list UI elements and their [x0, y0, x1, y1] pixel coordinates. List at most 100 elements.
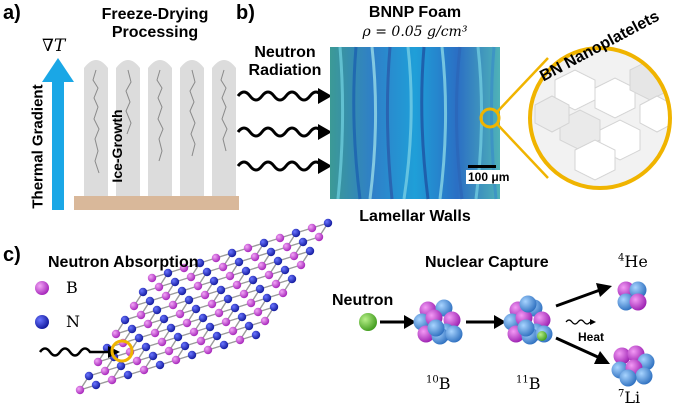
helium-label: 4He — [618, 252, 648, 271]
nitrogen-atom — [280, 265, 290, 275]
boron-atom — [282, 242, 292, 252]
boron-atom — [132, 356, 142, 366]
panel-b-label: b) — [236, 2, 255, 24]
nitrogen-atom — [266, 247, 276, 257]
boron-atom — [139, 365, 149, 375]
boron-atom — [221, 317, 231, 327]
boron-atom — [289, 251, 299, 261]
boron-atom — [314, 232, 324, 242]
freeze-drying-columns — [74, 42, 239, 197]
boron-atom — [100, 366, 110, 376]
boron-atom — [75, 385, 85, 395]
legend-nitrogen-label: N — [66, 312, 80, 331]
boron-atom — [253, 307, 263, 317]
nitrogen-atom — [155, 360, 165, 370]
nitrogen-atom — [287, 274, 297, 284]
boron-atom — [239, 289, 249, 299]
nitrogen-atom — [173, 332, 183, 342]
nitrogen-atom — [241, 266, 251, 276]
b11-mass: 11 — [516, 374, 529, 386]
nitrogen-atom — [177, 286, 187, 296]
boron-atom — [129, 301, 139, 311]
nucleon-neutron — [619, 369, 637, 387]
boron-atom — [107, 375, 117, 385]
proton — [629, 293, 647, 311]
capture-title: Nuclear Capture — [425, 254, 549, 271]
nitrogen-legend-dot — [35, 315, 49, 329]
boron-atom — [154, 282, 164, 292]
nitrogen-atom — [244, 321, 254, 331]
boron-atom — [196, 336, 206, 346]
panel-a-label: a) — [3, 2, 21, 24]
boron-atom — [136, 310, 146, 320]
boron-atom — [93, 357, 103, 367]
boron-atom — [207, 299, 217, 309]
b11-symbol: B — [528, 374, 541, 393]
nitrogen-atom — [170, 277, 180, 287]
boron-11-nucleus — [503, 295, 553, 345]
nitrogen-atom — [223, 294, 233, 304]
captured-neutron — [537, 331, 547, 341]
boron-atom — [189, 327, 199, 337]
lithium-7-nucleus — [611, 345, 655, 387]
nitrogen-atom — [227, 248, 237, 258]
he-symbol: He — [624, 252, 648, 271]
helium-4-nucleus — [617, 281, 647, 311]
nitrogen-atom — [91, 380, 101, 390]
nitrogen-atom — [230, 303, 240, 313]
nitrogen-atom — [180, 341, 190, 351]
nucleon-neutron — [617, 293, 635, 311]
lamellar-walls-label: Lamellar Walls — [359, 208, 471, 225]
boron-atom — [218, 262, 228, 272]
boron-atom — [275, 233, 285, 243]
boron-atom — [111, 329, 121, 339]
heat-label: Heat — [578, 330, 605, 344]
b10-label: 10B — [426, 374, 451, 393]
freeze-drying-title-line2: Processing — [111, 24, 199, 41]
boron-atom — [271, 279, 281, 289]
nitrogen-atom — [298, 237, 308, 247]
nitrogen-atom — [145, 296, 155, 306]
nitrogen-atom — [195, 258, 205, 268]
radiation-label-line1: Neutron — [254, 44, 316, 61]
nitrogen-atom — [187, 350, 197, 360]
boron-legend-dot — [35, 281, 49, 295]
lithium-label: 7Li — [618, 388, 640, 407]
nitrogen-atom — [138, 287, 148, 297]
foam-title: BNNP Foam — [368, 4, 462, 21]
nitrogen-atom — [234, 257, 244, 267]
boron-atom — [211, 253, 221, 263]
thermal-gradient-label: Thermal Gradient — [29, 84, 47, 209]
nucleon-neutron — [517, 319, 535, 337]
boron-atom — [243, 243, 253, 253]
nucleon-neutron — [445, 325, 463, 343]
nitrogen-atom — [198, 313, 208, 323]
nitrogen-atom — [259, 238, 269, 248]
capture-arrows — [380, 283, 612, 364]
nitrogen-atom — [141, 342, 151, 352]
nitrogen-atom — [262, 293, 272, 303]
boron-atom — [232, 280, 242, 290]
nitrogen-atom — [159, 314, 169, 324]
freeze-drying-title-line1: Freeze-Drying — [101, 6, 209, 23]
boron-atom — [296, 260, 306, 270]
boron-atom — [214, 308, 224, 318]
gradient-symbol: ∇T — [42, 36, 66, 56]
neutron-absorption-wave — [38, 339, 134, 363]
nitrogen-atom — [123, 370, 133, 380]
nitrogen-atom — [291, 228, 301, 238]
nitrogen-atom — [255, 284, 265, 294]
neutron-label: Neutron — [332, 292, 394, 309]
boron-atom — [307, 223, 317, 233]
boron-atom — [200, 290, 210, 300]
nitrogen-atom — [216, 285, 226, 295]
legend-boron-label: B — [66, 278, 78, 297]
boron-atom — [164, 346, 174, 356]
nitrogen-atom — [209, 276, 219, 286]
nitrogen-atom — [205, 322, 215, 332]
boron-atom — [264, 270, 274, 280]
nucleon-neutron — [519, 295, 537, 313]
boron-atom — [179, 263, 189, 273]
nitrogen-atom — [116, 361, 126, 371]
bn-lattice-sheet — [75, 218, 333, 395]
